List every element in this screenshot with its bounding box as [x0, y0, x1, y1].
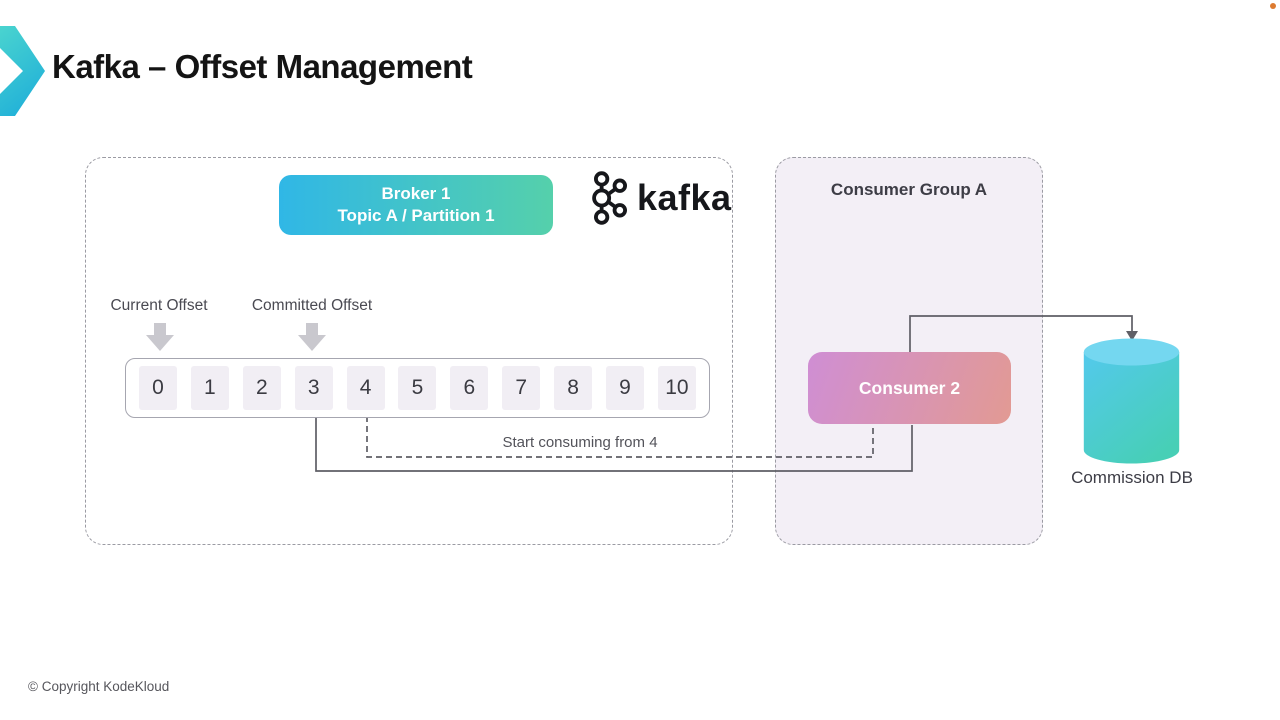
- offset-cell: 4: [346, 366, 385, 410]
- broker-box: Broker 1 Topic A / Partition 1: [279, 175, 553, 235]
- offset-cell: 10: [657, 366, 696, 410]
- database-label: Commission DB: [1071, 468, 1193, 487]
- consumer-box: Consumer 2: [808, 352, 1011, 424]
- committed-offset-label: Committed Offset: [251, 297, 373, 314]
- offset-cell: 9: [606, 366, 645, 410]
- start-consuming-label: Start consuming from 4: [502, 434, 658, 451]
- current-offset-label: Current Offset: [110, 297, 208, 314]
- page-title: Kafka – Offset Management: [52, 48, 473, 85]
- broker-name: Broker 1: [381, 184, 451, 203]
- offset-cell: 8: [554, 366, 593, 410]
- consumer-group-title: Consumer Group A: [830, 180, 988, 199]
- offset-cell: 7: [502, 366, 541, 410]
- kafka-mark-icon: [592, 171, 628, 225]
- offset-cell: 5: [398, 366, 437, 410]
- offset-cell: 2: [242, 366, 281, 410]
- offset-cell: 1: [190, 366, 229, 410]
- recording-dot: [1270, 3, 1276, 9]
- consumer-group-container: [775, 157, 1043, 545]
- copyright-text: © Copyright KodeKloud: [28, 679, 170, 694]
- kafka-wordmark: kafka: [637, 177, 732, 218]
- kafka-logo: kafka: [588, 170, 732, 226]
- committed-offset-down-arrow-icon: [298, 323, 326, 351]
- offset-cell: 6: [450, 366, 489, 410]
- broker-topic-partition: Topic A / Partition 1: [337, 206, 495, 225]
- kodekloud-chevron-logo: [0, 26, 45, 116]
- database-cylinder-icon: [1083, 338, 1180, 464]
- offset-cell: 3: [294, 366, 333, 410]
- current-offset-down-arrow-icon: [146, 323, 174, 351]
- offset-cell: 0: [139, 366, 177, 410]
